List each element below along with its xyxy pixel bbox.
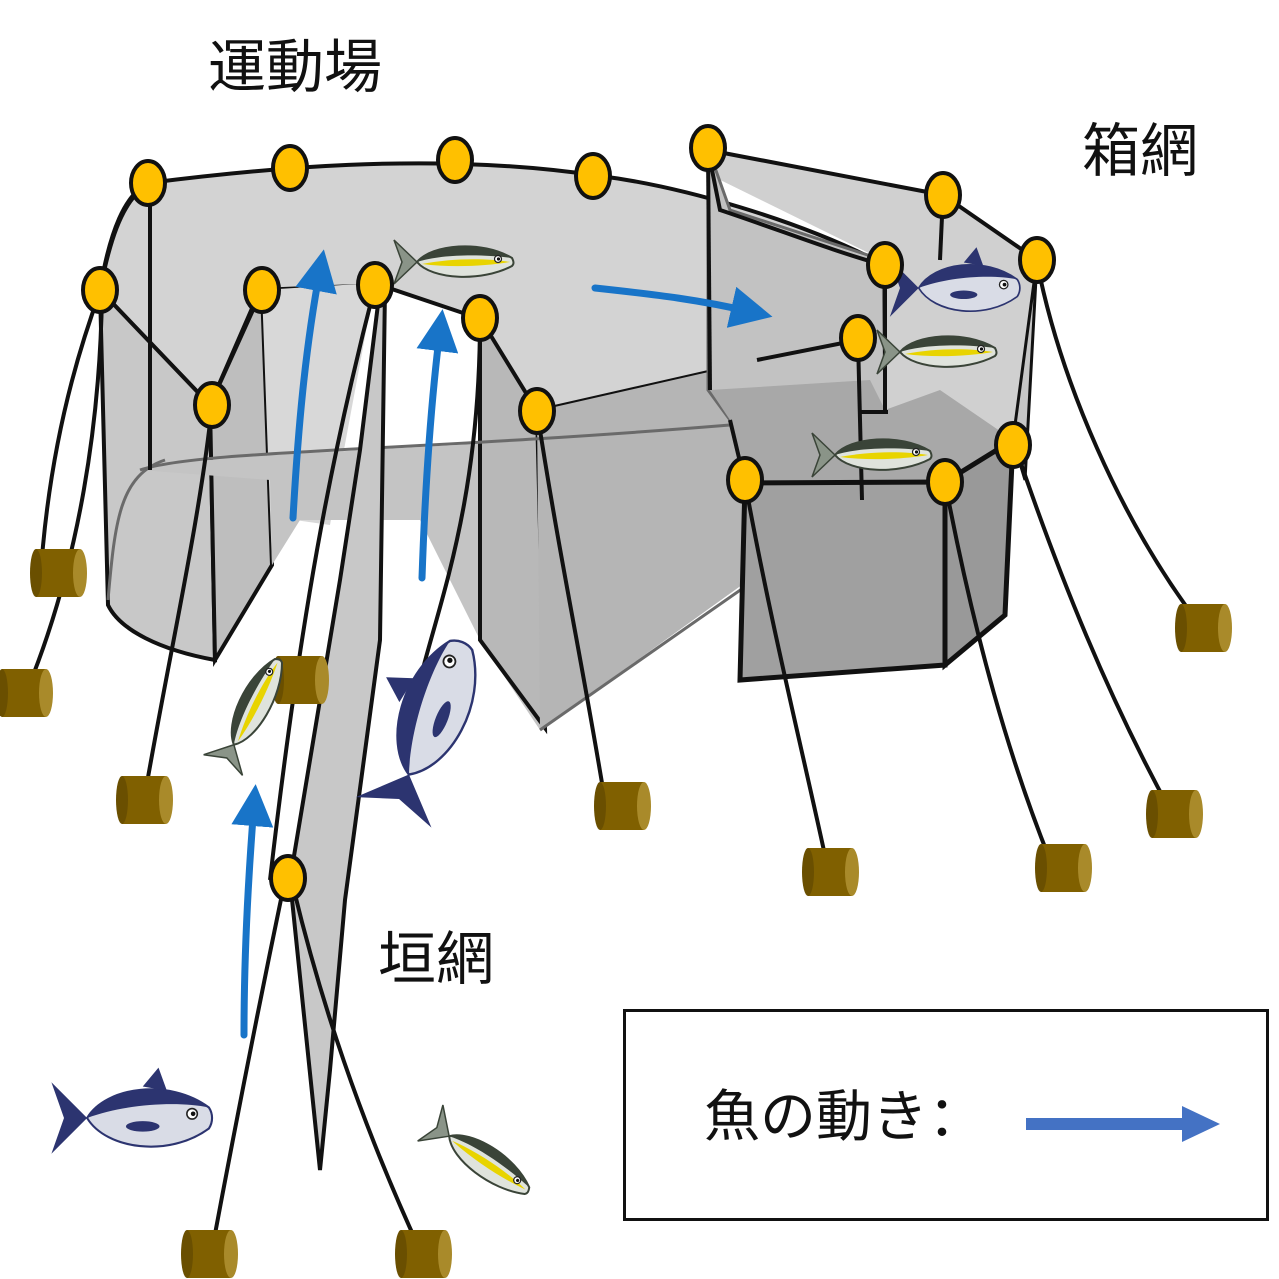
anchor-weight [1146,790,1203,838]
box-net-label: 箱網 [1082,117,1199,185]
float-buoy [356,261,394,309]
yellowtail-fish [416,1103,542,1211]
exercise-area-label: 運動場 [208,33,383,101]
anchor-weight [802,848,859,896]
float-buoy [726,456,764,504]
float-buoy [574,152,612,200]
fence-net-label: 垣網 [378,925,495,993]
anchor-weight [0,669,53,717]
float-buoy [436,136,474,184]
fish-movement-arrows [231,249,773,1039]
float-buoy [461,294,499,342]
float-buoy [81,266,119,314]
float-buoy [518,387,556,435]
legend-arrow-icon [1026,1106,1220,1142]
anchor-weight [30,549,87,597]
anchor-weight [1035,844,1092,892]
anchor-weight [594,782,651,830]
float-buoy [129,159,167,207]
anchor-weight [181,1230,238,1278]
fence-net [287,286,388,1171]
anchor-weight [1175,604,1232,652]
tuna-fish [50,1066,214,1155]
float-buoy [689,124,727,172]
legend-text: 魚の動き： [704,1085,984,1150]
float-buoy [193,381,231,429]
float-buoy [269,854,307,902]
legend-box: 魚の動き： [623,1009,1269,1221]
float-buoy [839,314,877,362]
float-buoy [924,171,962,219]
float-buoy [866,241,904,289]
anchor-weight [395,1230,452,1278]
float-buoy [243,266,281,314]
float-buoy [271,144,309,192]
float-buoy [994,421,1032,469]
box-net [700,147,1039,683]
anchor-weight [116,776,173,824]
float-buoy [926,458,964,506]
float-buoy [1018,236,1056,284]
